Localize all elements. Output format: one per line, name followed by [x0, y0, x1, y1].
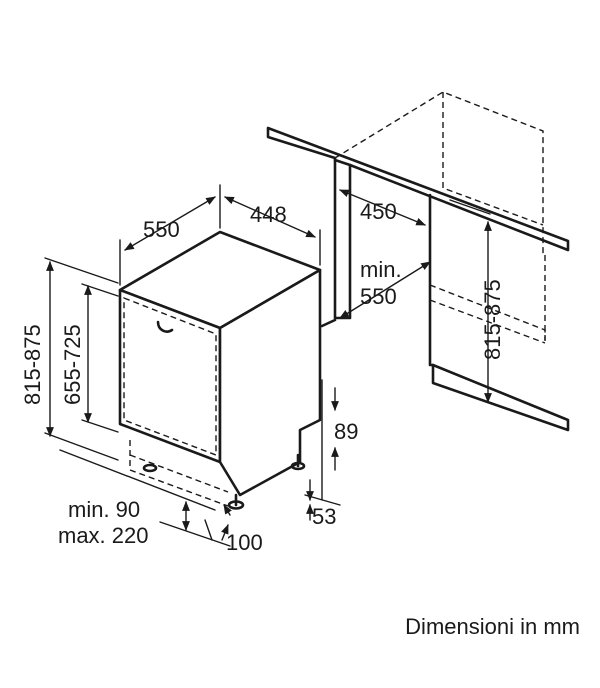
plinth-max-label: max. 220: [58, 523, 149, 548]
plinth-min-label: min. 90: [68, 497, 140, 522]
niche-depth-label: 550: [360, 284, 397, 309]
foot-89-label: 89: [334, 419, 358, 444]
dimension-lines: [44, 184, 492, 547]
width-label: 448: [250, 202, 287, 227]
foot-100-label: 100: [226, 530, 263, 555]
appliance-height-label: 815-875: [20, 324, 45, 405]
foot-53-label: 53: [312, 504, 336, 529]
door-height-label: 655-725: [60, 324, 85, 405]
depth-label: 550: [143, 217, 180, 242]
niche-depth-min-label: min.: [360, 257, 402, 282]
dishwasher-body: [118, 230, 322, 510]
units-caption: Dimensioni in mm: [405, 614, 580, 639]
niche-width-label: 450: [360, 199, 397, 224]
niche-height-label: 815-875: [480, 279, 505, 360]
